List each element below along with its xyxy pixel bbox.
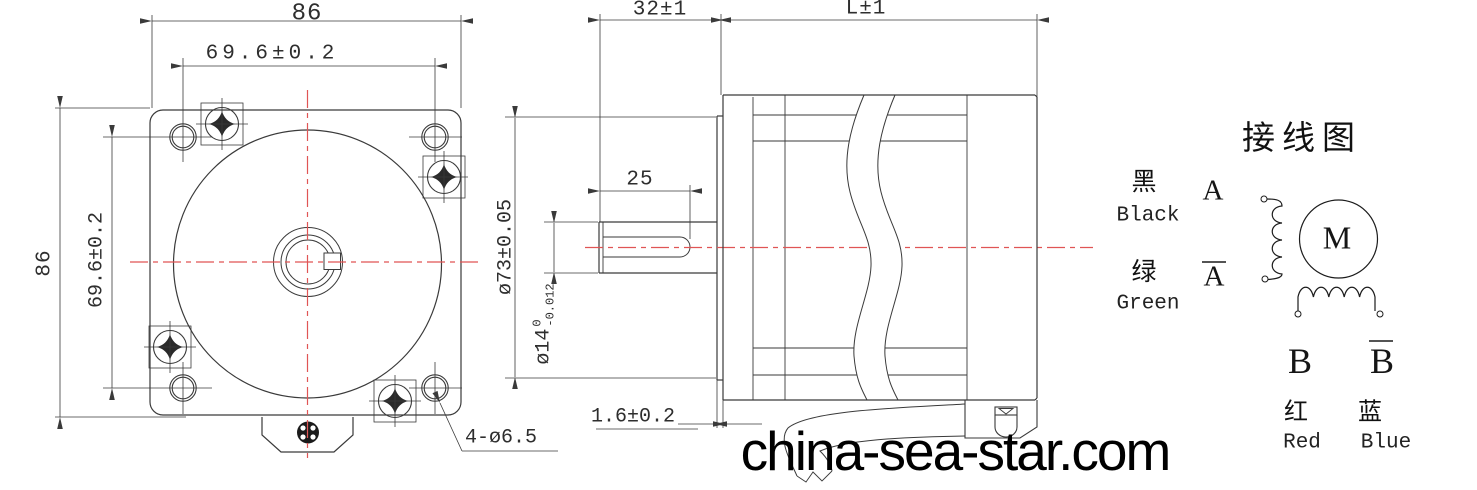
clamp-plug-cap — [994, 406, 1018, 416]
coil-phase-b-icon — [1297, 286, 1376, 311]
label-green-cn: 绿 — [1131, 258, 1157, 286]
break-mask — [846, 96, 903, 399]
shaft-tol-lower: -0.012 — [543, 283, 557, 327]
dim-hole-spacing-top: 69.6±0.2 — [205, 42, 339, 66]
coil-phase-a-icon — [1266, 198, 1283, 281]
label-phase-b: B — [1287, 341, 1313, 381]
leader-mounting-holes — [432, 390, 558, 452]
pilot-boss — [716, 115, 724, 428]
front-dimensions — [55, 15, 558, 452]
clamp-plug-body — [994, 415, 1018, 438]
dim-shaft-length: 32±1 — [632, 0, 688, 22]
break-lines — [846, 94, 903, 401]
label-phase-b-bar: B — [1369, 341, 1395, 381]
dim-flat-length: 25 — [626, 168, 654, 192]
cable-clamp — [964, 400, 1038, 439]
clamp-plug-triangle-icon — [997, 408, 1015, 415]
dim-hole-spacing-left: 69.6±0.2 — [85, 211, 109, 309]
break-band — [846, 94, 903, 401]
label-green-en: Green — [1116, 292, 1180, 316]
watermark-text: china-sea-star.com — [740, 420, 1172, 482]
phillips-screws — [144, 98, 468, 427]
keyway-square — [323, 252, 341, 270]
bottom-connector — [261, 417, 354, 453]
shaft-diameter-value: ø14 — [532, 328, 556, 365]
connector-pins — [299, 424, 317, 441]
dim-mounting-holes: 4-ø6.5 — [464, 426, 538, 450]
cable-break-icon — [796, 470, 833, 483]
dim-height-left: 86 — [33, 249, 57, 277]
body-outline — [722, 94, 1038, 483]
dim-body-length: L±1 — [845, 0, 887, 21]
label-phase-a: A — [1202, 174, 1224, 207]
dim-pilot-diameter: ø73±0.05 — [494, 198, 518, 296]
label-blue-cn: 蓝 — [1358, 398, 1382, 426]
label-red-cn: 红 — [1284, 398, 1308, 426]
label-red-en: Red — [1283, 431, 1321, 455]
wiring-title: 接线图 — [1242, 119, 1362, 156]
label-blue-en: Blue — [1360, 431, 1412, 455]
terminals — [1260, 195, 1384, 318]
shaft — [598, 221, 717, 274]
shaft-tol-upper: 0 — [530, 319, 545, 327]
motor-circle — [1298, 199, 1379, 279]
centerlines — [130, 90, 1093, 458]
cable — [783, 403, 966, 483]
wiring-diagram — [1202, 195, 1393, 342]
label-black-en: Black — [1116, 204, 1180, 228]
side-dimensions — [505, 14, 1049, 430]
dim-width-top: 86 — [291, 0, 323, 28]
label-motor: M — [1322, 219, 1352, 256]
label-black-cn: 黑 — [1131, 168, 1157, 196]
screw-centerlines — [144, 98, 468, 427]
dim-pilot-thickness: 1.6±0.2 — [590, 405, 676, 429]
front-view — [144, 98, 468, 453]
label-phase-a-bar: A — [1203, 260, 1225, 293]
